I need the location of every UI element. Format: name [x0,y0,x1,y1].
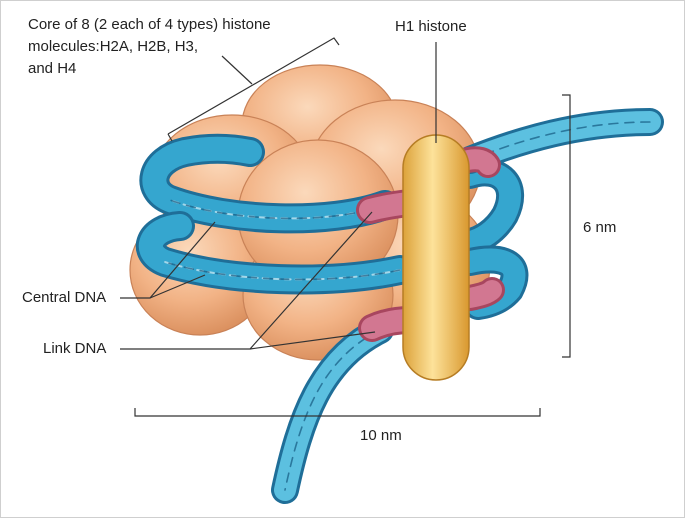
central-dna-label: Central DNA [22,289,107,306]
width-bracket [134,408,541,417]
h1-histone-shape [402,134,470,381]
width-label: 10 nm [360,427,402,444]
h1-histone-label: H1 histone [395,18,467,35]
core-label: Core of 8 (2 each of 4 types) histone mo… [28,16,271,77]
core-bracket [167,37,340,135]
core-leader [221,55,253,85]
height-label: 6 nm [583,219,617,236]
height-bracket [562,94,571,358]
central-dna-leader-2 [149,274,206,299]
core-bracket-end [167,133,173,142]
link-dna-label: Link DNA [43,340,107,357]
annotations [120,37,571,417]
link-dna-leader-2 [249,331,376,350]
